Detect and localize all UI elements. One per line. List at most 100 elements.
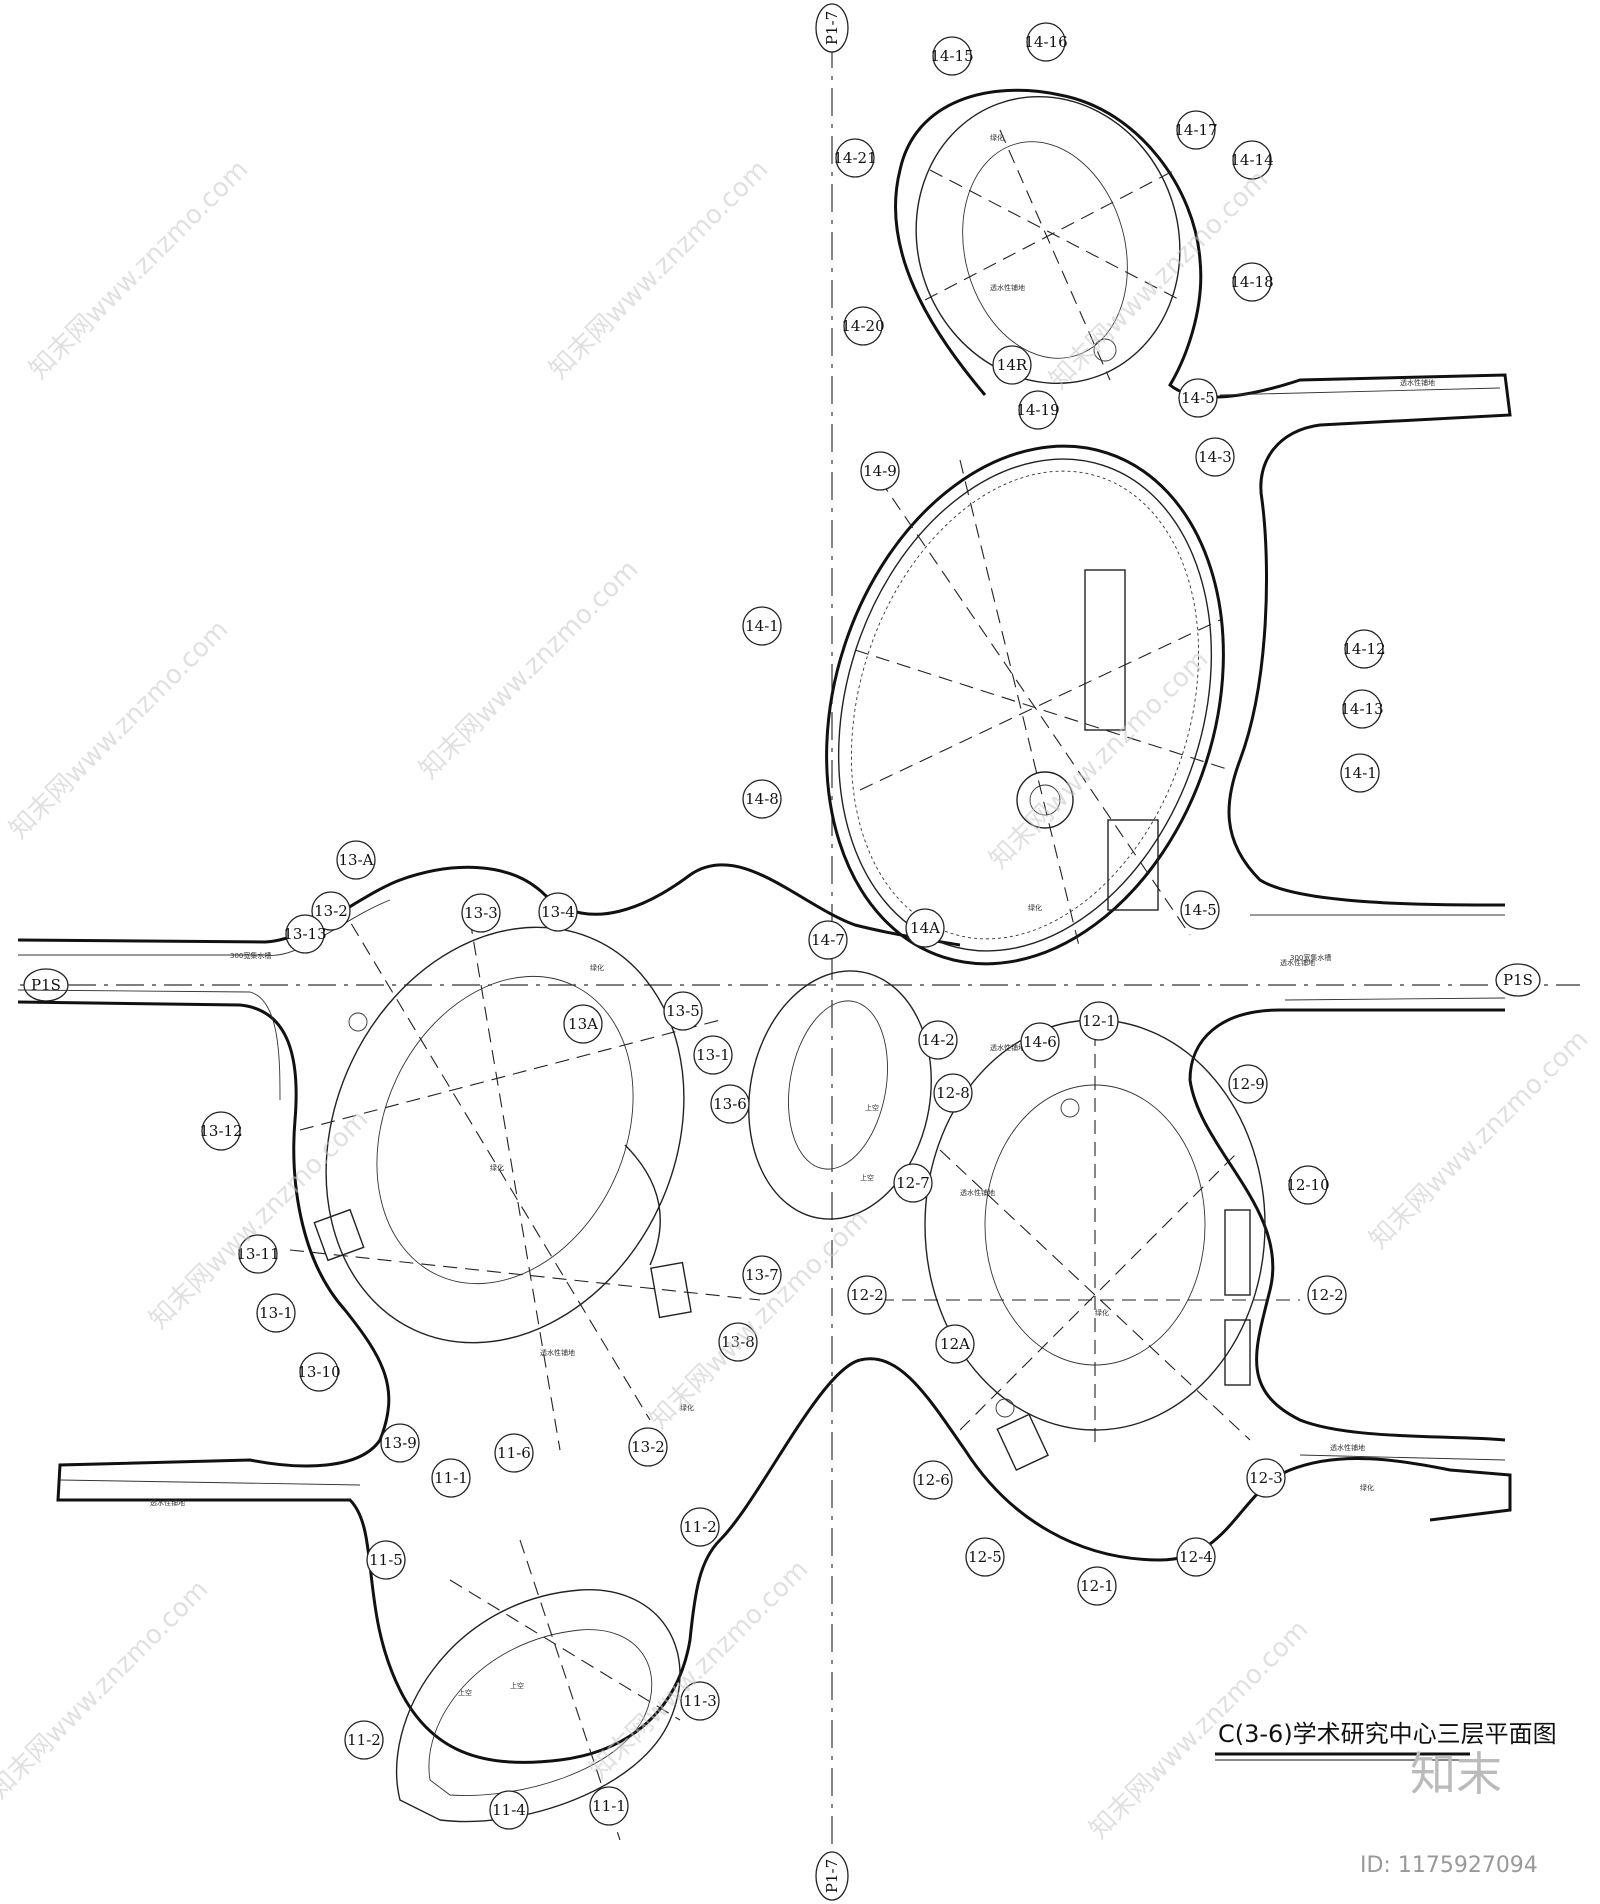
reference-bubble-label: 13-2 (314, 902, 348, 920)
right-lower-outline (859, 1357, 1512, 1562)
reference-bubble: 13-7 (742, 1255, 782, 1295)
tree-marker-3 (995, 1398, 1015, 1418)
reference-bubble: 11-4 (489, 1790, 529, 1830)
area-labels: 绿化 透水性铺地 绿化 绿化 透水性铺地 透水性铺地 透水性铺地 绿化 绿化 透… (150, 133, 1435, 1697)
east-road-edge-bottom (1284, 997, 1506, 1001)
reference-bubble-label: 12-2 (850, 1286, 884, 1304)
reference-bubble: 14-3 (1195, 437, 1235, 477)
reference-bubble: 14-13 (1340, 689, 1384, 729)
reference-bubble-label: 11-2 (347, 1731, 381, 1749)
south-west-road-edge (59, 1479, 361, 1486)
reference-bubble-label: 12-1 (1080, 1577, 1114, 1595)
reference-bubble-label: 14-2 (921, 1031, 955, 1049)
watermark-10: 知末网www.znzmo.com (0, 1574, 214, 1805)
main-oval-facade (850, 470, 1200, 940)
top-pod-outline (894, 88, 1512, 907)
reference-bubble-label: 12-1 (1082, 1012, 1116, 1030)
reference-bubble: 12-3 (1246, 1458, 1286, 1498)
label-paving-1: 透水性铺地 (990, 283, 1025, 292)
right-kiosk-upper (1224, 1209, 1251, 1296)
reference-bubble-label: 12A (940, 1335, 970, 1353)
reference-bubble: 14-21 (833, 138, 877, 178)
reference-bubble-label: 12-3 (1249, 1469, 1283, 1487)
tree-marker-2 (1060, 1098, 1080, 1118)
label-track-1: 300宽集水槽 (1290, 953, 1331, 962)
axis-label-bottom: P1-7 (823, 1859, 841, 1893)
reference-bubble-label: 14-5 (1181, 389, 1215, 407)
south-kiosk (996, 1413, 1049, 1471)
inner-paths (17, 95, 1506, 1841)
reference-bubble-label: 14-21 (833, 149, 876, 167)
reference-bubble: 14-20 (841, 306, 885, 346)
site-outline (17, 88, 1512, 1764)
label-paving-5: 透水性铺地 (540, 1348, 575, 1357)
reference-bubble: 11-2 (680, 1507, 720, 1547)
reference-bubble-label: 13-8 (721, 1333, 755, 1351)
reference-bubble-label: 11-3 (683, 1692, 717, 1710)
reference-bubble: 14-16 (1024, 22, 1068, 62)
reference-bubble-label: 11-4 (492, 1801, 526, 1819)
reference-bubble: 14-5 (1180, 890, 1220, 930)
label-greening-3: 绿化 (590, 963, 604, 972)
reference-bubble-label: 14-12 (1342, 640, 1385, 658)
reference-bubble: 14-17 (1174, 110, 1218, 150)
reference-bubble: 11-5 (366, 1540, 406, 1580)
label-track-2: 300宽集水槽 (230, 951, 271, 960)
axis-label-top: P1-7 (823, 11, 841, 45)
reference-bubble-label: 12-10 (1286, 1176, 1329, 1194)
core-stair (1107, 819, 1159, 911)
reference-bubble: 12-2 (1307, 1275, 1347, 1315)
title-block: C(3-6)学术研究中心三层平面图 (1215, 1720, 1557, 1761)
reference-bubble-label: 13-2 (631, 1438, 665, 1456)
reference-bubble-label: 13-11 (236, 1245, 279, 1263)
left-kiosk (313, 1208, 365, 1262)
axis-label-left: P1S (31, 976, 61, 994)
label-greening-7: 绿化 (1360, 1483, 1374, 1492)
reference-bubble: 12-8 (933, 1073, 973, 1113)
reference-bubble: 14-1 (1340, 753, 1380, 793)
reference-bubble: 13-9 (380, 1423, 420, 1463)
bottom-pod-inner (428, 1629, 653, 1796)
central-planter-outer (748, 970, 932, 1220)
left-pod-planter (376, 975, 634, 1285)
watermark-11: 知末网www.znzmo.com (584, 1554, 815, 1785)
reference-bubble-label: 14-18 (1230, 273, 1273, 291)
reference-bubble: 14A (905, 908, 945, 948)
reference-bubble-label: 13-10 (297, 1363, 340, 1381)
watermark-6: 知末网www.znzmo.com (984, 644, 1215, 875)
watermark-9: 知末网www.znzmo.com (644, 1204, 875, 1435)
reference-bubble: 14-8 (742, 779, 782, 819)
reference-bubble-label: 14-1 (745, 617, 779, 635)
south-east-road-edge (1299, 1454, 1506, 1461)
spiral-stair-core (1029, 784, 1061, 816)
reference-bubble-label: 14-7 (811, 931, 845, 949)
axis-bubble-bottom: P1-7 (815, 1851, 849, 1901)
label-greening-6: 绿化 (680, 1403, 694, 1412)
reference-bubble: 11-3 (680, 1681, 720, 1721)
reference-bubble-label: 14A (910, 919, 940, 937)
reference-bubble-label: 14-20 (841, 317, 884, 335)
reference-bubble: 12-7 (893, 1163, 933, 1203)
reference-bubble-label: 13-1 (696, 1046, 730, 1064)
reference-bubble-label: 14-3 (1198, 448, 1232, 466)
reference-bubble: 14-5 (1178, 378, 1218, 418)
reference-bubble: 14-15 (930, 36, 974, 76)
reference-bubble-label: 13-4 (541, 903, 575, 921)
reference-bubble: 14-1 (742, 606, 782, 646)
reference-bubble: 13-3 (461, 893, 501, 933)
reference-bubble-label: 11-1 (592, 1797, 626, 1815)
watermark-7: 知末网www.znzmo.com (1364, 1024, 1595, 1255)
watermark-4: 知末网www.znzmo.com (4, 614, 235, 845)
reference-bubble: 12-6 (913, 1460, 953, 1500)
label-greening-5: 绿化 (490, 1163, 504, 1172)
reference-bubble-label: 12-4 (1179, 1548, 1213, 1566)
label-paving-4: 透水性铺地 (960, 1188, 995, 1197)
reference-bubble: 14-19 (1016, 390, 1060, 430)
reference-bubble: 12-1 (1077, 1566, 1117, 1606)
reference-bubble-label: 14-15 (930, 47, 973, 65)
reference-bubble: 12-4 (1176, 1537, 1216, 1577)
reference-bubble-label: 12-9 (1231, 1075, 1265, 1093)
spiral-stair (1016, 771, 1074, 829)
right-middle-outline (1188, 1008, 1506, 1442)
reference-bubble: 13-2 (311, 891, 351, 931)
